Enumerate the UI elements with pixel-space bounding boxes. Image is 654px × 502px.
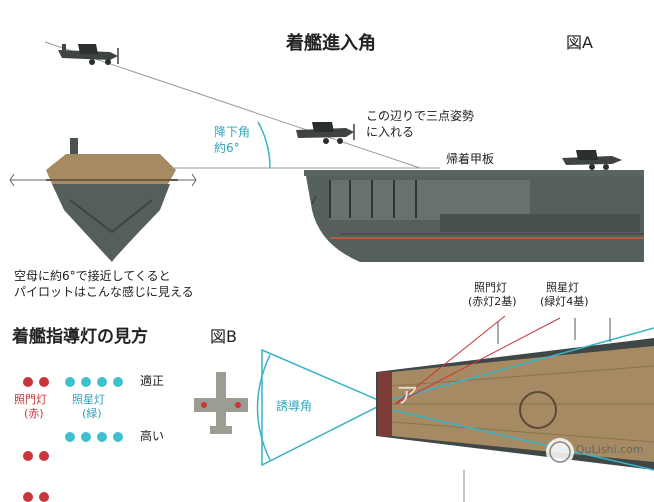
landing-deck-label: 帰着甲板 [446, 153, 494, 167]
legend-red-label-line1: 照門灯 [14, 394, 47, 407]
descent-angle-label: 降下角 [214, 126, 250, 140]
watermark-text: QuLishi.com [576, 444, 644, 457]
descent-angle-value: 約6° [214, 142, 240, 156]
figure-b-label: 図B [210, 328, 237, 346]
shoumon-light-title: 照門灯 [474, 282, 507, 295]
status-high-label: 高い [140, 430, 164, 444]
carrier-side-view [304, 170, 644, 262]
guide-angle-label: 誘導角 [276, 400, 312, 414]
carrier-front-view [10, 138, 196, 262]
legend-green-label-line2: (緑) [82, 408, 102, 421]
watermark-logo-icon [546, 438, 574, 466]
legend-row-third [23, 492, 49, 502]
figure-b-title: 着艦指導灯の見方 [12, 328, 148, 348]
shousei-light-title: 照星灯 [546, 282, 579, 295]
legend-row-high [23, 432, 123, 461]
status-correct-label: 適正 [140, 375, 164, 389]
plane-top-icon [58, 44, 118, 65]
shoumon-light-count: (赤灯2基) [468, 296, 517, 309]
legend-red-label-line2: (赤) [24, 408, 44, 421]
plane-top-view-icon [194, 372, 248, 434]
descent-angle-arc [258, 122, 270, 168]
plane-landing-icon [562, 150, 622, 170]
pilot-view-caption-line1: 空母に約6°で接近してくると [14, 270, 171, 284]
three-point-note-line1: この辺りで三点姿勢 [366, 110, 474, 124]
three-point-note-line2: に入れる [366, 126, 414, 140]
figure-a-title: 着艦進入角 [286, 34, 376, 55]
deck-identification-mark: ア [396, 384, 418, 409]
plane-mid-icon [296, 122, 354, 144]
figure-a-label: 図A [566, 34, 593, 52]
pilot-view-caption-line2: パイロットはこんな感じに見える [14, 286, 194, 300]
legend-green-label-line1: 照星灯 [72, 394, 105, 407]
shousei-light-count: (緑灯4基) [540, 296, 589, 309]
legend-row-correct [23, 377, 123, 387]
